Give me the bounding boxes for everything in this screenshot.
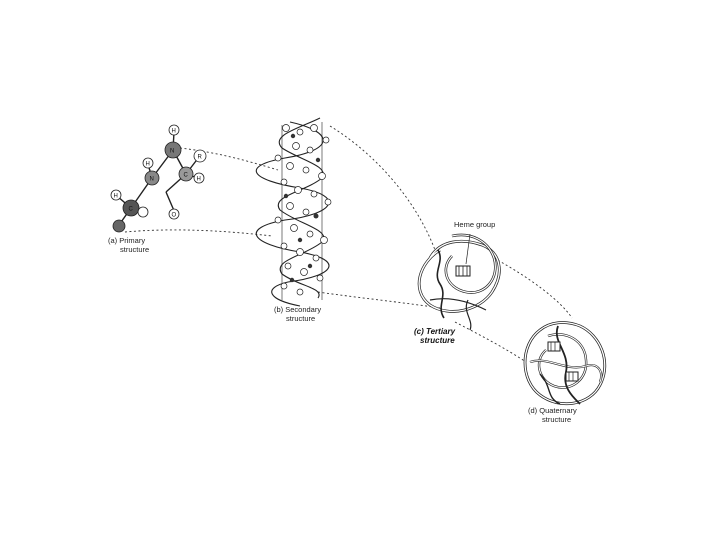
label-tertiary-line2: structure [414,336,455,345]
label-secondary-line1: (b) Secondary [274,305,321,314]
label-secondary-line2: structure [274,314,321,323]
connector-tertiary-top [494,258,572,318]
label-primary-line2: structure [108,245,149,254]
connector-lines [125,126,572,362]
atom-letter: C [184,173,189,179]
label-heme-group: Heme group [454,220,495,229]
quaternary-structure-drawing [525,323,605,404]
label-quaternary-line1: (d) Quaternary [528,406,577,415]
atom-letter: H [197,177,201,183]
atom-letter: C [129,207,134,213]
atom-c3 [113,220,125,232]
secondary-structure-helix [256,118,331,306]
tertiary-structure-drawing [419,234,499,330]
atom-letter: R [198,155,203,161]
atom-letter: H [114,194,118,200]
atom-letter: N [150,177,154,183]
heme-pointer-line [466,234,470,264]
label-primary-line1: (a) Primary [108,236,149,245]
atom-letter: H [146,162,150,168]
label-tertiary-line1: (c) Tertiary [414,327,455,336]
connector-secondary-top [330,126,435,250]
atom-letter: O [172,213,177,219]
label-primary: (a) Primary structure [108,236,149,254]
atom-letter: H [172,129,176,135]
primary-structure-drawing [111,125,206,232]
label-quaternary-line2: structure [528,415,577,424]
atom-letter: N [170,149,174,155]
label-tertiary: (c) Tertiary structure [414,327,455,345]
label-secondary: (b) Secondary structure [274,305,321,323]
label-quaternary: (d) Quaternary structure [528,406,577,424]
connector-tertiary-bottom [455,322,526,362]
heme-d1 [548,342,560,351]
heme-d2 [566,372,578,381]
atom-h5 [138,207,148,217]
